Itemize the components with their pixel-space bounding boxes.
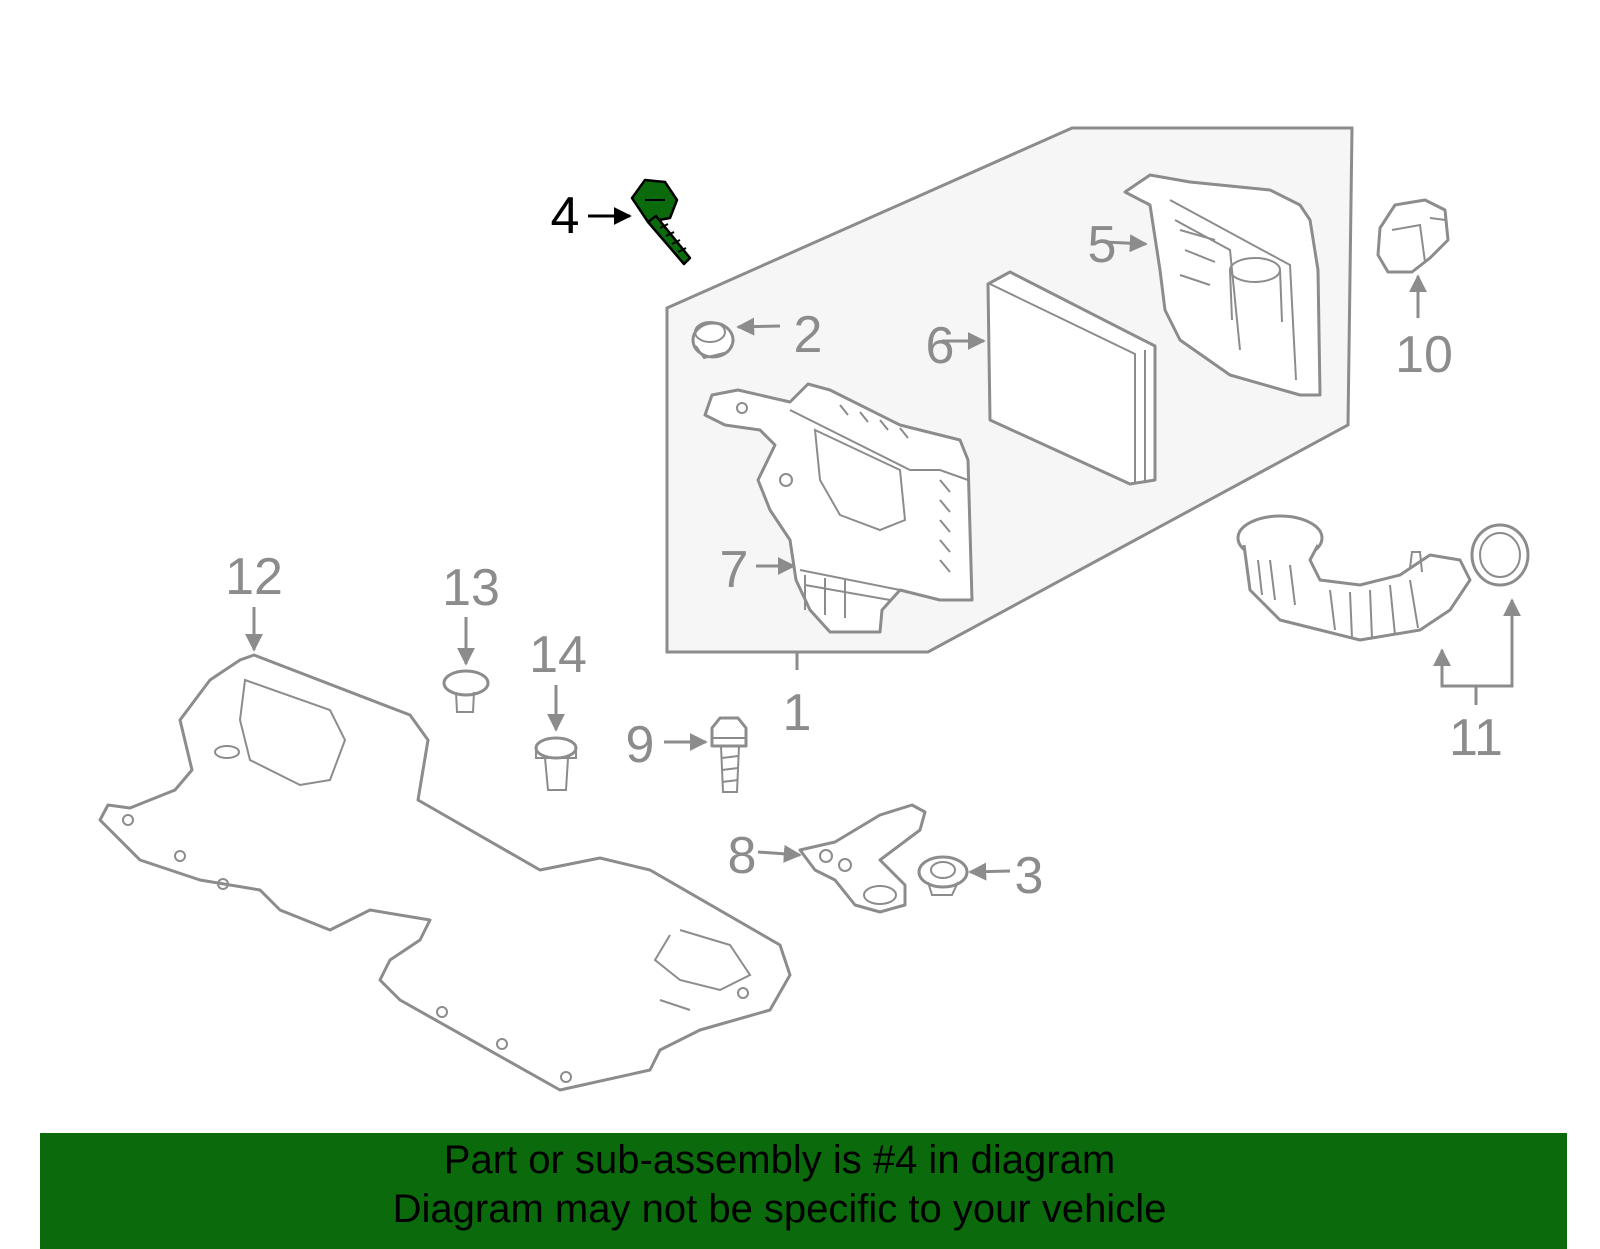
bracket-8 (798, 803, 927, 914)
leader-8 (757, 844, 802, 863)
engine-undercover (98, 653, 792, 1092)
clip-14 (534, 736, 578, 791)
banner-line-2: Diagram may not be specific to your vehi… (392, 1187, 1167, 1231)
info-banner: Part or sub-assembly is #4 in diagram Di… (40, 1133, 1567, 1249)
callout-5: 5 (1088, 216, 1117, 274)
callout-8: 8 (728, 827, 757, 885)
callout-4: 4 (551, 187, 580, 245)
intake-hose (1236, 514, 1530, 642)
callout-10: 10 (1395, 326, 1453, 384)
leader-3 (968, 862, 1011, 881)
air-filter-element (986, 270, 1157, 486)
grommet-3 (917, 855, 969, 896)
callout-9: 9 (626, 716, 655, 774)
air-box-lid (1123, 173, 1322, 397)
callout-14: 14 (529, 626, 587, 684)
callout-6: 6 (926, 317, 955, 375)
leader-11 (1433, 648, 1478, 705)
air-box-housing (703, 382, 974, 634)
callout-12: 12 (225, 548, 283, 606)
air-flow-sensor (1376, 198, 1450, 274)
banner-line-1: Part or sub-assembly is #4 in diagram (443, 1138, 1116, 1182)
callout-3: 3 (1015, 847, 1044, 905)
leader-2 (736, 317, 781, 336)
callout-7: 7 (720, 541, 749, 599)
callout-11: 11 (1449, 709, 1503, 767)
clip-13 (442, 669, 490, 713)
leader-11b (1476, 598, 1521, 688)
callout-1: 1 (783, 684, 812, 742)
grommet-2 (691, 321, 735, 360)
bolt-highlighted (630, 178, 692, 266)
callout-2: 2 (794, 306, 823, 364)
callout-13: 13 (442, 559, 500, 617)
leader-5 (1103, 234, 1148, 253)
bolt-9 (710, 716, 748, 793)
